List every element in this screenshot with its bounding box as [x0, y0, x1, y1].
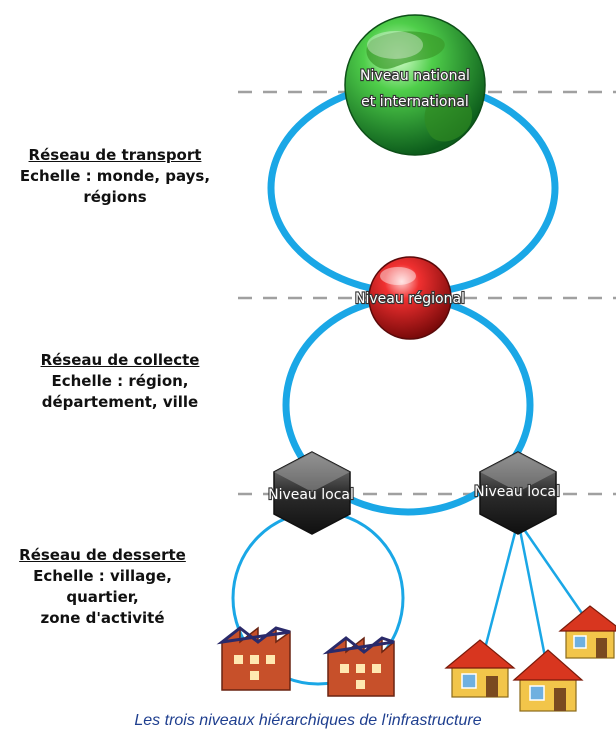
desserte-scale-line-2: quartier,	[66, 588, 139, 606]
factory-left-icon	[216, 626, 291, 691]
collecte-network-title: Réseau de collecte	[40, 351, 200, 369]
desserte-scale-line-3: zone d'activité	[40, 609, 165, 627]
house-links	[480, 524, 590, 673]
house-middle-icon	[512, 649, 584, 712]
house-right-icon	[558, 605, 616, 659]
collecte-scale-line-2: département, ville	[41, 393, 199, 411]
collecte-scale-line-1: Echelle : région,	[51, 372, 189, 390]
node-national-label-2: et international	[361, 94, 469, 110]
desserte-network-label: Réseau de desserte Echelle : village, qu…	[0, 545, 205, 629]
factory-right-icon	[322, 636, 395, 697]
transport-network-label: Réseau de transport Echelle : monde, pay…	[0, 145, 230, 208]
node-regional-label: Niveau régional	[355, 291, 465, 307]
transport-scale-line-2: régions	[83, 188, 147, 206]
local-node-right-icon	[479, 451, 557, 535]
transport-scale-line-1: Echelle : monde, pays,	[19, 167, 211, 185]
globe-icon	[344, 14, 486, 156]
local-node-left-icon	[273, 451, 351, 535]
figure-caption: Les trois niveaux hiérarchiques de l'inf…	[134, 712, 482, 729]
collecte-network-label: Réseau de collecte Echelle : région, dép…	[0, 350, 240, 413]
house-left-icon	[444, 639, 516, 698]
transport-network-title: Réseau de transport	[28, 146, 202, 164]
desserte-network-title: Réseau de desserte	[19, 546, 186, 564]
desserte-scale-line-1: Echelle : village,	[33, 567, 172, 585]
node-local-left-label: Niveau local	[268, 487, 354, 503]
regional-sphere-icon	[368, 256, 452, 340]
node-local-right-label: Niveau local	[474, 484, 560, 500]
node-national-label-1: Niveau national	[360, 68, 470, 84]
